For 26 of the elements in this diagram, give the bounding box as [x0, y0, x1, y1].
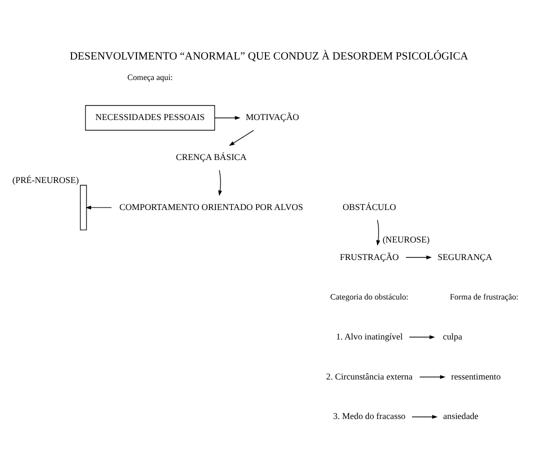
- diagram-title: DESENVOLVIMENTO “ANORMAL” QUE CONDUZ À DESORDEM PSICOLÓGICA: [70, 50, 468, 62]
- node-text: ansiedade: [443, 410, 478, 421]
- node-text: OBSTÁCULO: [342, 201, 396, 212]
- node-text: COMPORTAMENTO ORIENTADO POR ALVOS: [119, 201, 304, 212]
- arrow: [228, 129, 254, 146]
- node-text: 1. Alvo inatingível: [336, 330, 403, 341]
- arrow: [408, 334, 435, 339]
- node-text: ressentimento: [451, 370, 501, 381]
- node-label: (NEUROSE): [382, 234, 430, 244]
- node-box: NECESSIDADES PESSOAIS: [85, 104, 216, 130]
- node-text: CRENÇA BÁSICA: [176, 152, 247, 162]
- arrow: [86, 205, 112, 209]
- arrow: [419, 374, 446, 378]
- node-text: 3. Medo do fracasso: [333, 410, 406, 421]
- node-text: MOTIVAÇÃO: [246, 112, 300, 122]
- arrow: [406, 254, 432, 259]
- node-text: SEGURANÇA: [438, 251, 492, 262]
- arrow: [218, 169, 222, 196]
- arrow: [214, 115, 240, 120]
- node-text: 2. Circunstância externa: [326, 370, 413, 381]
- arrow: [412, 414, 438, 418]
- node-bar: [80, 184, 87, 230]
- arrow: [376, 219, 380, 246]
- node-text: FRUSTRAÇÃO: [340, 251, 399, 262]
- node-label: (PRÉ-NEUROSE): [12, 174, 79, 184]
- node-text: culpa: [442, 330, 462, 341]
